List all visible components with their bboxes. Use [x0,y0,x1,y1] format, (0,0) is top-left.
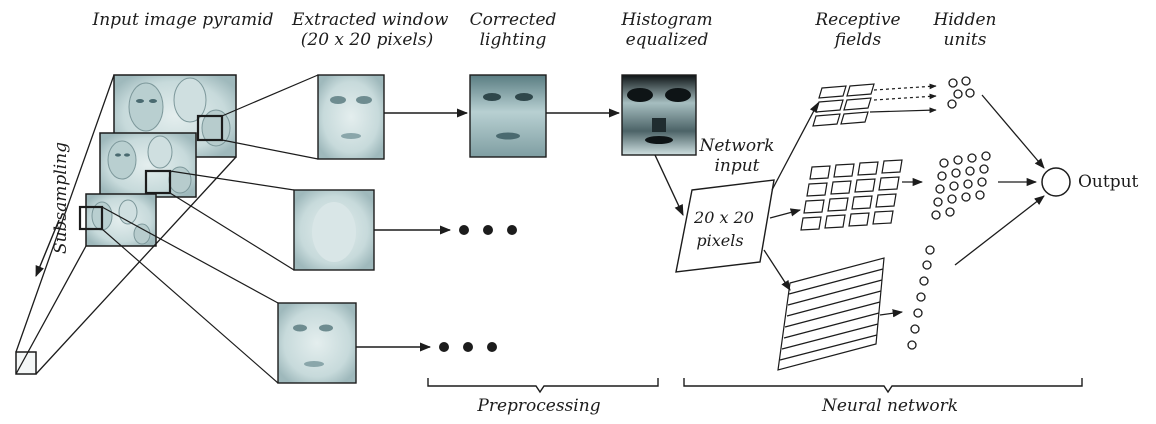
hidden-units-bottom [907,245,935,350]
pyramid-level-smallest [15,351,37,375]
extracted-window-3 [277,302,357,384]
pyramid-edge-top [15,74,115,353]
subsampling-arrow [35,219,60,278]
neural-network-brace [683,378,1083,394]
ellipsis-dots-row-3 [439,342,497,352]
receptive-field-group-middle [800,159,903,231]
extracted-window-1 [317,74,385,160]
pyramid-level-3 [85,193,157,247]
preprocessing-arrows [356,108,621,352]
output-node [1041,167,1071,197]
preprocessing-brace [427,378,659,394]
histogram-to-input-arrow [654,154,684,217]
output-label: Output [1078,172,1139,192]
projection-lines [101,74,319,384]
stage-label-preprocessing: Preprocessing [477,396,601,416]
extracted-window-2 [293,189,375,271]
network-input-box-line1: 20 x 20 [693,208,754,227]
network-input-box [675,179,775,273]
pyramid-edge-right [35,156,237,375]
header-extracted-window-line1: Extracted window [292,10,449,30]
network-input-label-line1: Network [699,136,775,156]
header-extracted-window-line2: (20 x 20 pixels) [300,30,434,50]
header-extracted-window: Extracted window (20 x 20 pixels) [292,10,449,50]
window-marker-3 [78,205,104,231]
network-input-label: Network input [692,136,782,176]
header-histogram-equalized-line2: equalized [625,30,709,50]
pyramid-level-2 [99,132,197,198]
header-corrected-lighting: Corrected lighting [458,10,568,50]
ellipsis-dots-row-2 [459,225,517,235]
stage-label-neural-network: Neural network [821,396,959,416]
header-histogram-equalized-line1: Histogram [621,10,713,30]
header-input-image-pyramid: Input image pyramid [92,10,274,30]
header-hidden-units-line2: units [943,30,987,50]
receptive-field-group-bottom [777,257,885,371]
hidden-to-output-arrows [954,94,1045,266]
header-hidden-units: Hidden units [925,10,1005,50]
header-corrected-lighting-line1: Corrected [469,10,557,30]
receptive-field-group-top [812,83,937,127]
network-input-label-line2: input [714,156,760,176]
pyramid-edge-left [15,245,87,375]
hidden-units-top [947,76,975,109]
corrected-lighting-image [469,74,547,158]
header-receptive-fields-line2: fields [834,30,882,50]
window-marker-1 [196,114,224,142]
network-input-box-line2: pixels [696,231,743,250]
header-corrected-lighting-line2: lighting [479,30,547,50]
header-hidden-units-line1: Hidden [933,10,997,30]
window-marker-2 [144,169,172,195]
subsampling-label: Subsampling [51,142,71,254]
header-receptive-fields: Receptive fields [808,10,908,50]
header-receptive-fields-line1: Receptive [815,10,901,30]
hidden-units-middle [931,151,991,220]
header-histogram-equalized: Histogram equalized [612,10,722,50]
input-to-fields-arrows [763,102,819,291]
input-image-pyramid [15,74,237,375]
bottom-fields-arrow [879,309,904,318]
histogram-equalized-image [621,74,697,156]
